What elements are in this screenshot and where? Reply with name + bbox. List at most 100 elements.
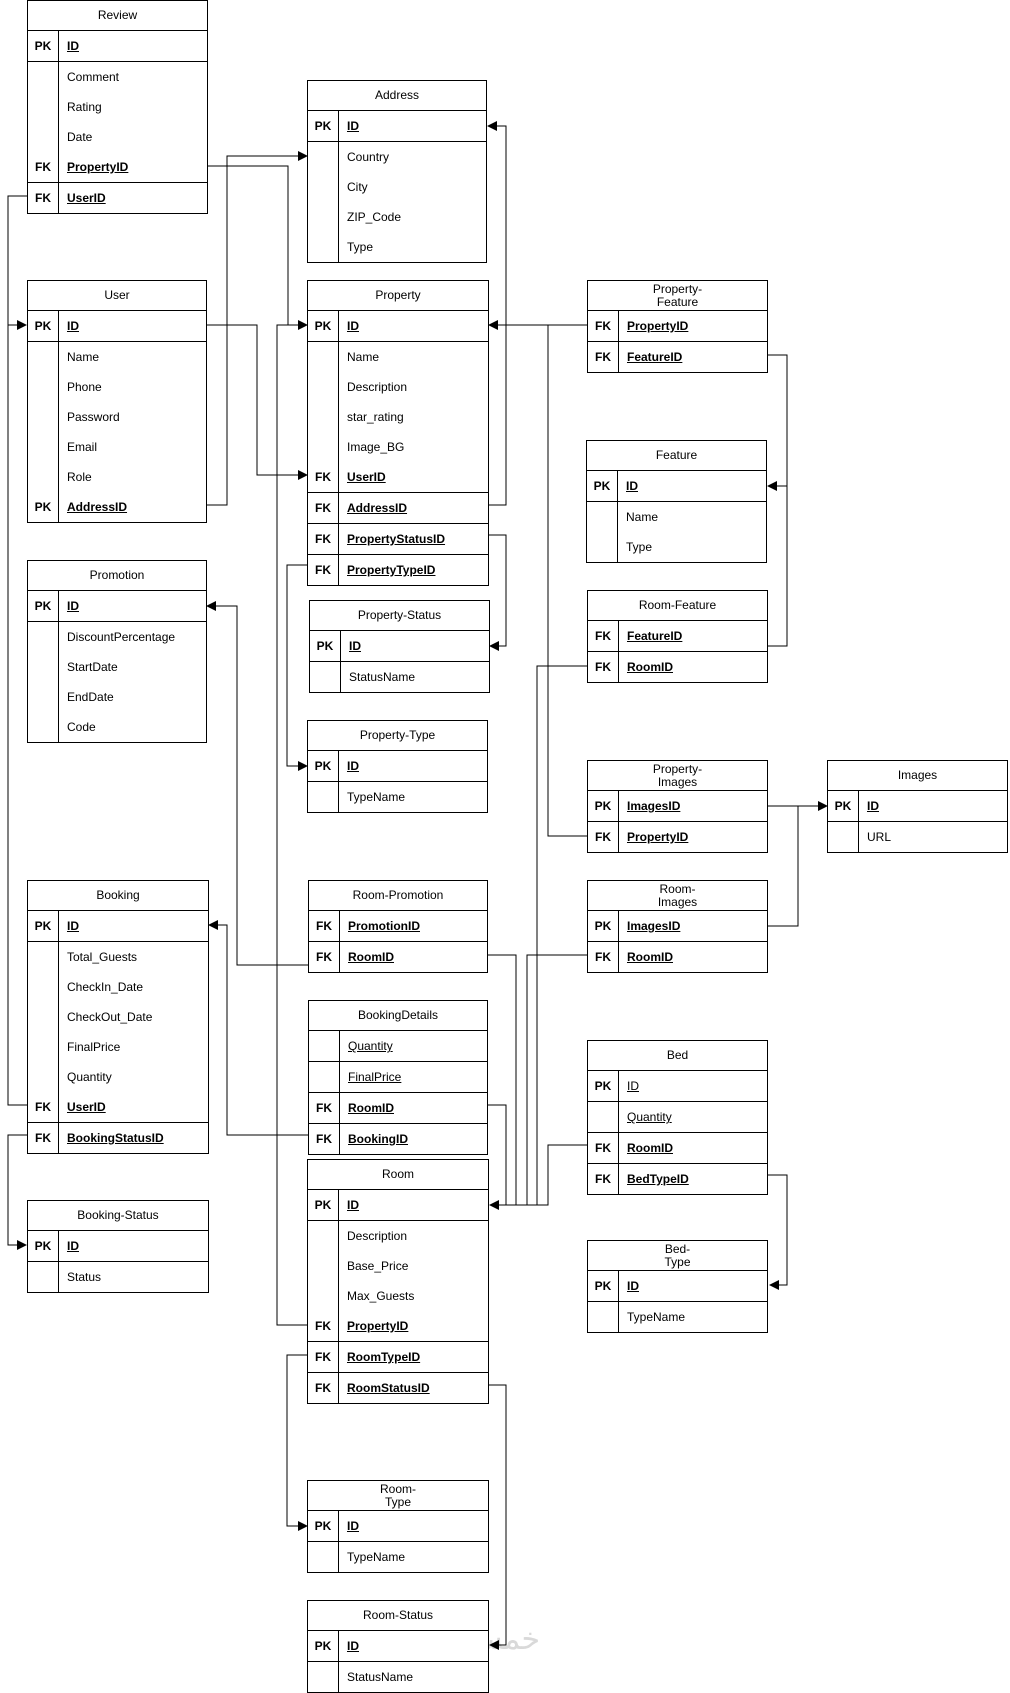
field-row-description[interactable]: Description [308,372,488,402]
field-row-city[interactable]: City [308,172,486,202]
field-row-comment[interactable]: Comment [28,62,207,92]
field-row-zip-code[interactable]: ZIP_Code [308,202,486,232]
field-row-role[interactable]: Role [28,462,206,492]
field-row-check-in-date[interactable]: CheckIn_Date [28,972,208,1002]
field-row-max-guests[interactable]: Max_Guests [308,1281,488,1311]
field-row-url[interactable]: URL [828,822,1007,852]
field-row-name[interactable]: Name [587,502,766,532]
field-row-total-guests[interactable]: Total_Guests [28,942,208,972]
field-row-final-price[interactable]: FinalPrice [309,1062,487,1093]
field-row-base-price[interactable]: Base_Price [308,1251,488,1281]
field-row-name[interactable]: Name [28,342,206,372]
field-row-name[interactable]: Name [308,342,488,372]
field-row-check-out-date[interactable]: CheckOut_Date [28,1002,208,1032]
field-row-status[interactable]: Status [28,1262,208,1292]
field-row-date[interactable]: Date [28,122,207,152]
field-row-type-name[interactable]: TypeName [588,1302,767,1332]
field-row-start-date[interactable]: StartDate [28,652,206,682]
field-row-final-price[interactable]: FinalPrice [28,1032,208,1062]
field-row-discount-percentage[interactable]: DiscountPercentage [28,622,206,652]
field-row-country[interactable]: Country [308,142,486,172]
field-row-status-name[interactable]: StatusName [310,662,489,692]
field-row-image-bg[interactable]: Image_BG [308,432,488,462]
field-row-email[interactable]: Email [28,432,206,462]
field-row-end-date[interactable]: EndDate [28,682,206,712]
field-row-rating[interactable]: Rating [28,92,207,122]
field-row-quantity[interactable]: Quantity [588,1102,767,1133]
field-row-password[interactable]: Password [28,402,206,432]
field-row-description[interactable]: Description [308,1221,488,1251]
field-row-type-name[interactable]: TypeName [308,782,487,812]
field-row-type[interactable]: Type [587,532,766,562]
field-row-quantity[interactable]: Quantity [309,1031,487,1062]
field-row-status-name[interactable]: StatusName [308,1662,488,1692]
field-row-quantity[interactable]: Quantity [28,1062,208,1092]
field-row-type[interactable]: Type [308,232,486,262]
field-row-star-rating[interactable]: star_rating [308,402,488,432]
field-row-code[interactable]: Code [28,712,206,742]
field-row-type-name[interactable]: TypeName [308,1542,488,1572]
field-row-phone[interactable]: Phone [28,372,206,402]
